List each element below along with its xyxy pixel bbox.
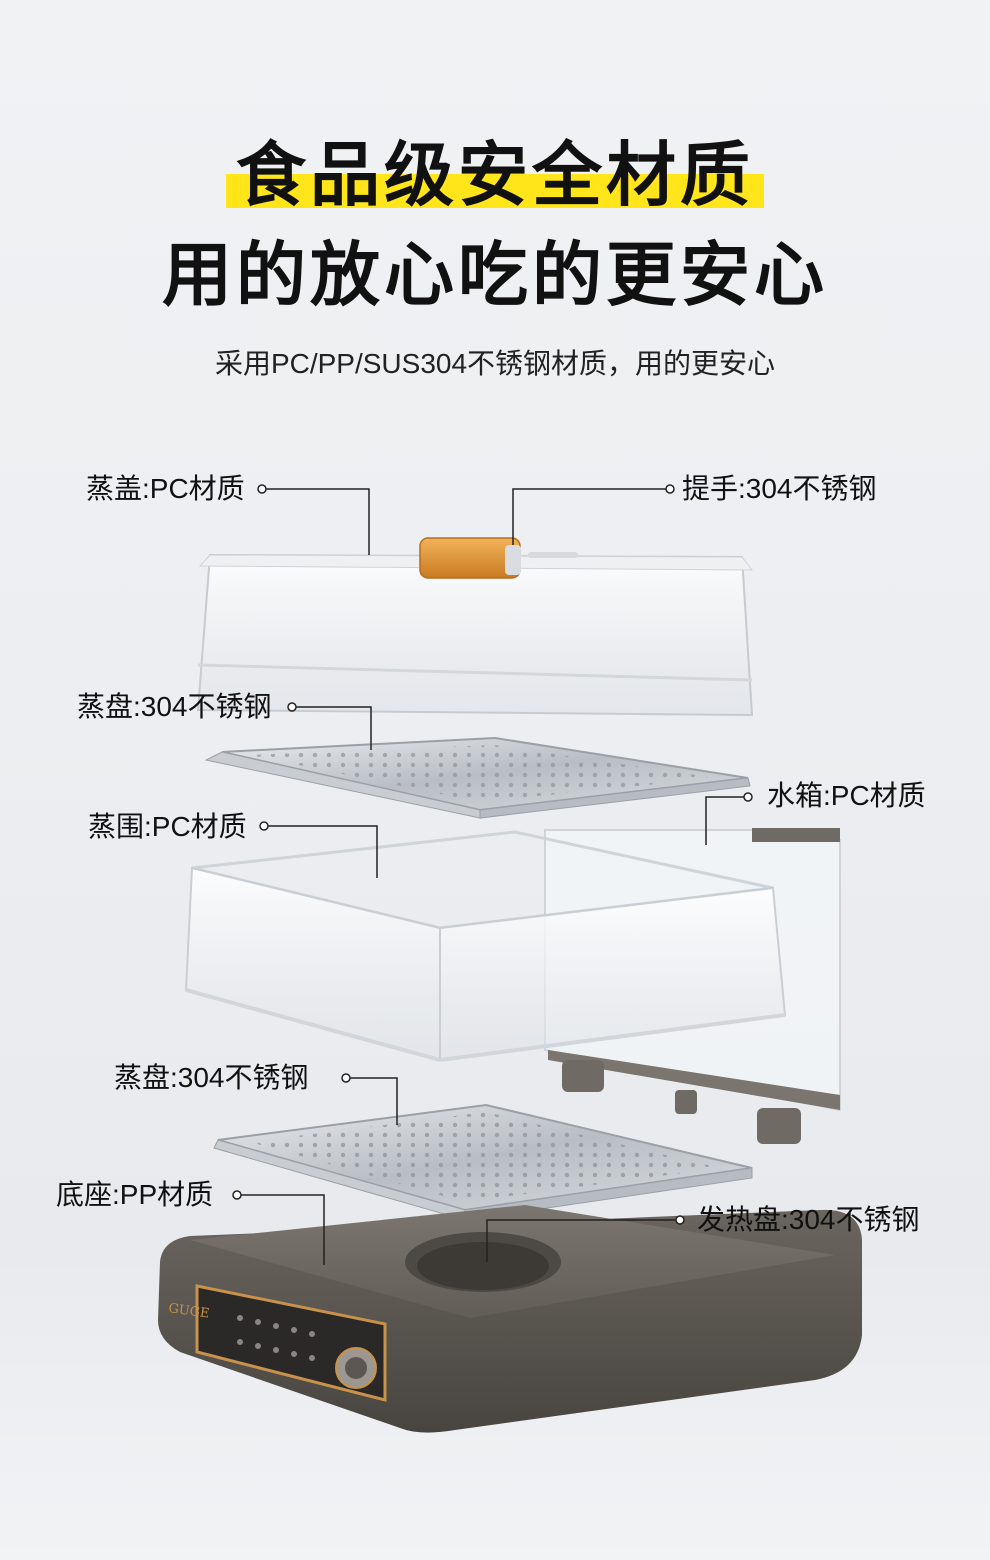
- label-lid: 蒸盖:PC材质: [86, 473, 245, 504]
- label-tray-lower: 蒸盘:304不锈钢: [114, 1062, 309, 1093]
- steam-ring: [184, 830, 787, 1062]
- label-steam-ring: 蒸围:PC材质: [88, 811, 247, 842]
- label-base: 底座:PP材质: [56, 1179, 214, 1210]
- label-heating-plate: 发热盘:304不锈钢: [697, 1204, 920, 1235]
- headline-line1: 食品级安全材质: [226, 140, 764, 210]
- title-block: 食品级安全材质 用的放心吃的更安心: [0, 140, 990, 310]
- upper-steam-tray: [204, 736, 751, 819]
- headline-line2: 用的放心吃的更安心: [162, 234, 828, 316]
- base-unit: [158, 1205, 862, 1433]
- label-water-tank: 水箱:PC材质: [767, 780, 926, 811]
- label-tray-upper: 蒸盘:304不锈钢: [77, 691, 272, 722]
- lower-steam-tray: [213, 1103, 753, 1221]
- steam-lid: [196, 537, 754, 717]
- brand-logo: GUGE: [167, 1301, 210, 1322]
- subtitle: 采用PC/PP/SUS304不锈钢材质，用的更安心: [214, 348, 776, 379]
- label-handle: 提手:304不锈钢: [682, 473, 877, 504]
